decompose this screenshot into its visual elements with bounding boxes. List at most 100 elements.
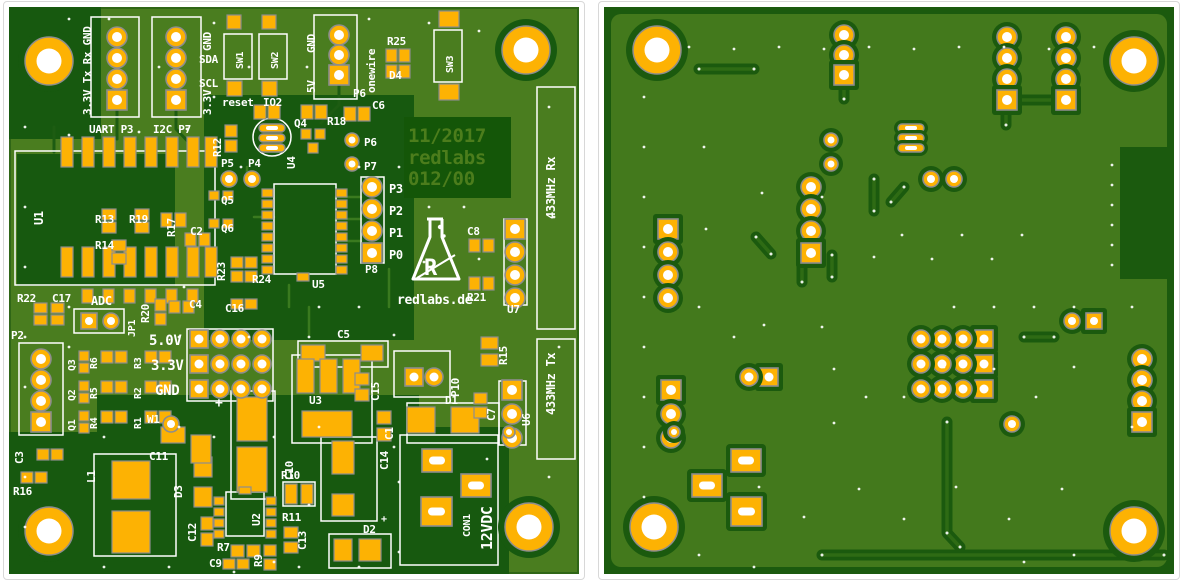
via-dot [872, 255, 876, 259]
via-dot [477, 257, 481, 261]
via-dot [317, 425, 321, 429]
drill-hole [980, 360, 988, 368]
silkscreen-label: 433MHz Tx [544, 353, 558, 415]
via-dot [1052, 335, 1056, 339]
mounting-hole-drill [641, 514, 667, 540]
smd-pad [230, 544, 245, 558]
smd-pad [154, 298, 167, 312]
smd-pad [335, 210, 348, 220]
smd-pad [144, 380, 158, 394]
silkscreen-label: Q1 [67, 419, 78, 431]
logo-dot [442, 234, 446, 238]
via-dot [1162, 553, 1166, 557]
smd-pad [261, 14, 277, 30]
via-dot [960, 233, 964, 237]
drill-hole [171, 53, 181, 63]
smd-pad [81, 246, 95, 278]
drill-hole [409, 372, 419, 382]
drill-hole [258, 385, 266, 393]
silkscreen-label: C2 [190, 225, 203, 238]
smd-pad [230, 270, 244, 283]
drill-hole [1061, 32, 1071, 42]
component-outline [313, 14, 358, 100]
smd-pad [114, 350, 128, 364]
silkscreen-label: 433MHz Rx [544, 157, 558, 219]
via-dot [1004, 123, 1008, 127]
smd-pad [398, 64, 411, 79]
silkscreen-label: D3 [172, 485, 185, 498]
silkscreen-label: I2C P7 [153, 123, 191, 136]
silkscreen-label: onewire [365, 48, 378, 93]
via-dot [872, 209, 876, 213]
component-outline [536, 338, 576, 460]
via-dot [732, 47, 736, 51]
smd-pad [186, 136, 200, 168]
via-dot [137, 130, 141, 134]
drill-hole [510, 270, 520, 280]
via-dot [1020, 233, 1024, 237]
drill-hole [666, 385, 676, 395]
drill-hole [917, 360, 925, 368]
smd-pad [265, 507, 277, 517]
silkscreen-label: Q6 [221, 222, 234, 235]
via-dot [902, 517, 906, 521]
smd-pad [480, 336, 499, 350]
smd-pad [300, 128, 312, 140]
copper-pour [611, 14, 1167, 567]
drill-hole [195, 335, 203, 343]
via-dot [842, 97, 846, 101]
drill-hole [950, 175, 958, 183]
smd-pad [253, 104, 267, 120]
drill-hole [1002, 32, 1012, 42]
smd-pad [244, 270, 258, 283]
silkscreen-label: C8 [467, 225, 480, 238]
smd-pad [144, 288, 157, 304]
smd-pad [244, 256, 258, 269]
via-dot [958, 545, 962, 549]
silkscreen-label: Q5 [221, 194, 234, 207]
silkscreen-label: R14 [95, 239, 115, 252]
drill-hole [195, 360, 203, 368]
component-outline [18, 342, 64, 436]
drill-hole [666, 409, 676, 419]
via-dot [422, 260, 426, 264]
silkscreen-label: U7 [507, 303, 520, 316]
silkscreen-label: C11 [149, 450, 169, 463]
silkscreen-label: D2 [363, 523, 376, 536]
drill-slot [266, 126, 278, 130]
smd-pad [226, 14, 242, 30]
via-dot [697, 553, 701, 557]
silkscreen-label: 3.3V [151, 358, 184, 374]
smd-pad [33, 314, 48, 326]
silkscreen-label: R19 [129, 213, 148, 226]
drill-hole [112, 53, 122, 63]
smd-pad [224, 139, 238, 153]
silkscreen-label: C14 [378, 450, 391, 470]
silkscreen-label: Q2 [67, 389, 78, 401]
smd-pad [261, 80, 278, 97]
silkscreen-label: C6 [372, 99, 385, 112]
via-dot [642, 345, 646, 349]
silkscreen-label: P4 [248, 157, 261, 170]
silkscreen-label: R5 [89, 387, 100, 399]
via-dot [752, 67, 756, 71]
silkscreen-label: C7 [485, 408, 498, 421]
via-dot [212, 95, 216, 99]
via-dot [990, 257, 994, 261]
smd-pad [144, 350, 158, 364]
drill-slot [428, 507, 445, 516]
logo-flask-outline [411, 217, 461, 281]
smd-pad [284, 483, 298, 505]
smd-pad [224, 124, 238, 138]
drill-slot [738, 456, 754, 465]
mounting-hole-drill [644, 37, 670, 63]
via-dot [462, 205, 466, 209]
smd-pad [335, 221, 348, 231]
drill-slot [468, 481, 484, 490]
drill-slot [905, 136, 917, 140]
silkscreen-label: R6 [89, 357, 100, 369]
silkscreen-label: R4 [89, 417, 100, 429]
silkscreen-label: R15 [497, 346, 510, 365]
drill-hole [334, 30, 344, 40]
smd-pad [222, 190, 234, 201]
